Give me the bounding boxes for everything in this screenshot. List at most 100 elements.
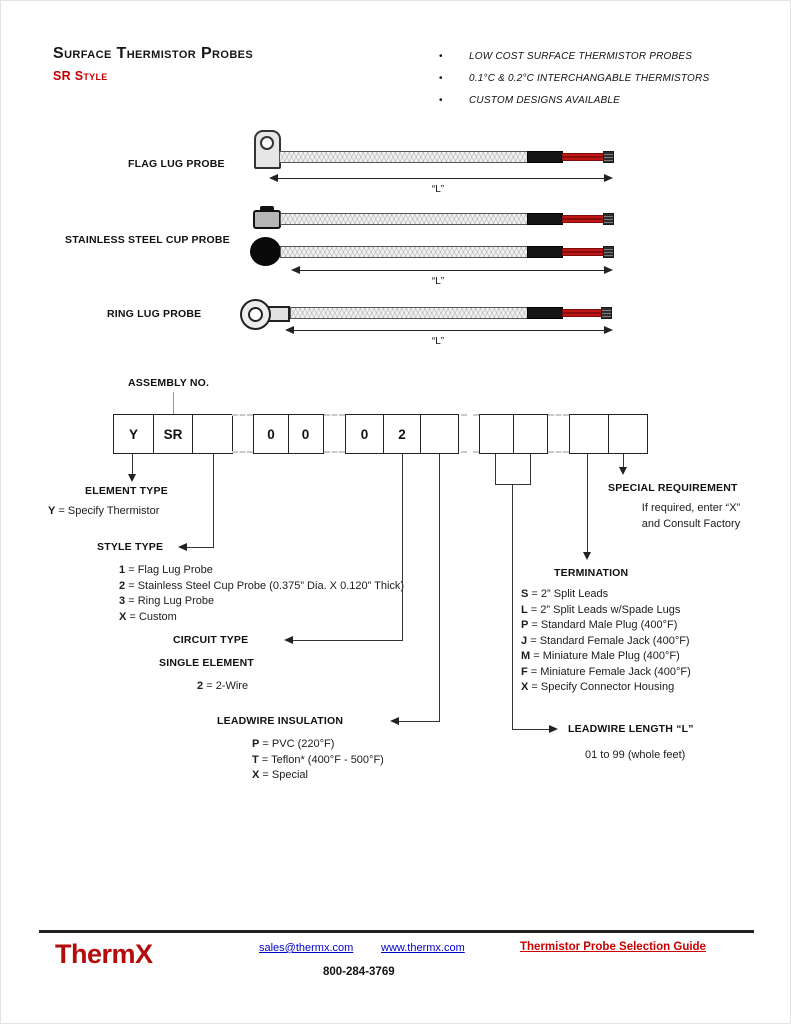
cup-side-cable-braid [280, 213, 528, 225]
equals-sign: = [128, 564, 135, 576]
circuit-type-options: 2 = 2-Wire [197, 679, 248, 695]
equals-sign: = [531, 588, 538, 600]
element-type-title: ELEMENT TYPE [85, 485, 168, 497]
dashed-connector [548, 451, 569, 453]
element-type-arrow-icon [128, 474, 136, 482]
ring-dimension-arrow [285, 326, 613, 335]
leadwire-insulation-line-v [439, 454, 440, 722]
ring-lug-hole-icon [248, 307, 263, 322]
option-row: S = 2” Split Leads [521, 588, 609, 600]
footer-website-link[interactable]: www.thermx.com [381, 942, 465, 954]
bullet-dot-icon: • [439, 95, 443, 106]
option-row: 2 = 2-Wire [197, 680, 249, 692]
termination-options: S = 2” Split Leads L = 2” Split Leads w/… [521, 587, 691, 696]
option-row: X = Custom [119, 610, 177, 623]
bullet-dot-icon: • [439, 51, 443, 62]
feature-bullet: • CUSTOM DESIGNS AVAILABLE [439, 95, 779, 106]
option-row: F = Miniature Female Jack (400°F) [521, 665, 691, 678]
leadwire-length-bracket-left [495, 454, 496, 485]
leadwire-length-bracket-right [530, 454, 531, 485]
assembly-cell: 0 [345, 414, 384, 454]
flag-lug-probe-label: FLAG LUG PROBE [128, 158, 225, 170]
cup-side-cable-sleeve [527, 213, 563, 225]
element-type-options: Y = Specify Thermistor [48, 504, 159, 520]
termination-arrow-icon [583, 552, 591, 560]
cup-probe-label: STAINLESS STEEL CUP PROBE [65, 234, 230, 246]
style-type-options: 1 = Flag Lug Probe 2 = Stainless Steel C… [119, 563, 404, 625]
leadwire-length-line-h [512, 729, 550, 730]
flag-lug-hole-icon [260, 136, 274, 150]
leadwire-length-bracket-bottom [495, 484, 531, 485]
assembly-cell [479, 414, 514, 454]
equals-sign: = [128, 579, 135, 592]
footer-guide-link[interactable]: Thermistor Probe Selection Guide [520, 941, 706, 953]
style-type-line-h [187, 547, 214, 548]
ring-cable-braid [290, 307, 528, 319]
style-type-arrow-icon [178, 543, 187, 551]
leadwire-insulation-title: LEADWIRE INSULATION [217, 715, 344, 727]
leadwire-length-title: LEADWIRE LENGTH “L” [568, 723, 694, 735]
equals-sign: = [262, 738, 269, 750]
option-row: X = Special [252, 769, 308, 781]
bullet-dot-icon: • [439, 73, 443, 84]
option-row: J = Standard Female Jack (400°F) [521, 634, 690, 647]
assembly-cell: 0 [253, 414, 289, 454]
equals-sign: = [531, 681, 538, 693]
bullet-text: 0.1°C & 0.2°C INTERCHANGABLE THERMISTORS [469, 73, 710, 84]
assembly-cell: 0 [287, 414, 324, 454]
dashed-connector [461, 414, 479, 416]
dashed-connector [548, 414, 569, 416]
ring-cable-sleeve [527, 307, 563, 319]
special-requirement-note: If required, enter “X” and Consult Facto… [601, 500, 781, 532]
ring-dimension-label: “L” [431, 336, 445, 347]
ring-lug-probe-label: RING LUG PROBE [107, 308, 202, 320]
equals-sign: = [129, 610, 136, 623]
option-row: P = Standard Male Plug (400°F) [521, 619, 678, 631]
assembly-cell [192, 414, 233, 454]
page-subtitle: SR Style [53, 69, 108, 83]
equals-sign: = [261, 753, 269, 766]
footer-rule [39, 930, 754, 933]
option-row: T = Teflon* (400°F - 500°F) [252, 753, 384, 766]
feature-bullet: • LOW COST SURFACE THERMISTOR PROBES [439, 51, 779, 62]
cup-side-tab-icon [260, 206, 274, 212]
assembly-pointer-line [173, 392, 174, 414]
dashed-connector [324, 414, 345, 416]
cup-dimension-arrow [291, 266, 613, 275]
option-row: M = Miniature Male Plug (400°F) [521, 650, 680, 662]
cup-side-cable-leadwire [562, 215, 604, 223]
equals-sign: = [531, 619, 538, 631]
cup-side-cable-tip [603, 213, 614, 225]
footer-phone: 800-284-3769 [323, 966, 395, 978]
assembly-cell [420, 414, 459, 454]
assembly-cell: Y [113, 414, 154, 454]
circuit-type-line-v [402, 454, 403, 641]
cup-side-view-icon [253, 210, 281, 229]
leadwire-insulation-line-h [398, 721, 439, 722]
element-type-line [132, 454, 133, 475]
special-requirement-line-v [623, 454, 624, 468]
equals-sign: = [530, 603, 538, 616]
cup-front-cable-sleeve [527, 246, 563, 258]
style-type-line-v [213, 454, 214, 548]
dashed-connector [232, 414, 253, 416]
bullet-text: LOW COST SURFACE THERMISTOR PROBES [469, 51, 693, 62]
equals-sign: = [530, 665, 538, 678]
equals-sign: = [530, 634, 537, 647]
cup-front-view-icon [250, 237, 281, 266]
flag-cable-sleeve [527, 151, 563, 163]
equals-sign: = [58, 505, 65, 517]
leadwire-length-arrow-icon [549, 725, 558, 733]
option-row: P = PVC (220°F) [252, 738, 335, 750]
page-title: Surface Thermistor Probes [53, 45, 254, 62]
circuit-type-line-h [292, 640, 402, 641]
assembly-cell: 2 [382, 414, 422, 454]
flag-dimension-arrow [269, 174, 613, 183]
leadwire-length-sub: 01 to 99 (whole feet) [585, 749, 686, 761]
footer-email-link[interactable]: sales@thermx.com [259, 942, 354, 954]
special-requirement-title: SPECIAL REQUIREMENT [608, 482, 738, 494]
thermx-logo: ThermX [55, 939, 153, 969]
